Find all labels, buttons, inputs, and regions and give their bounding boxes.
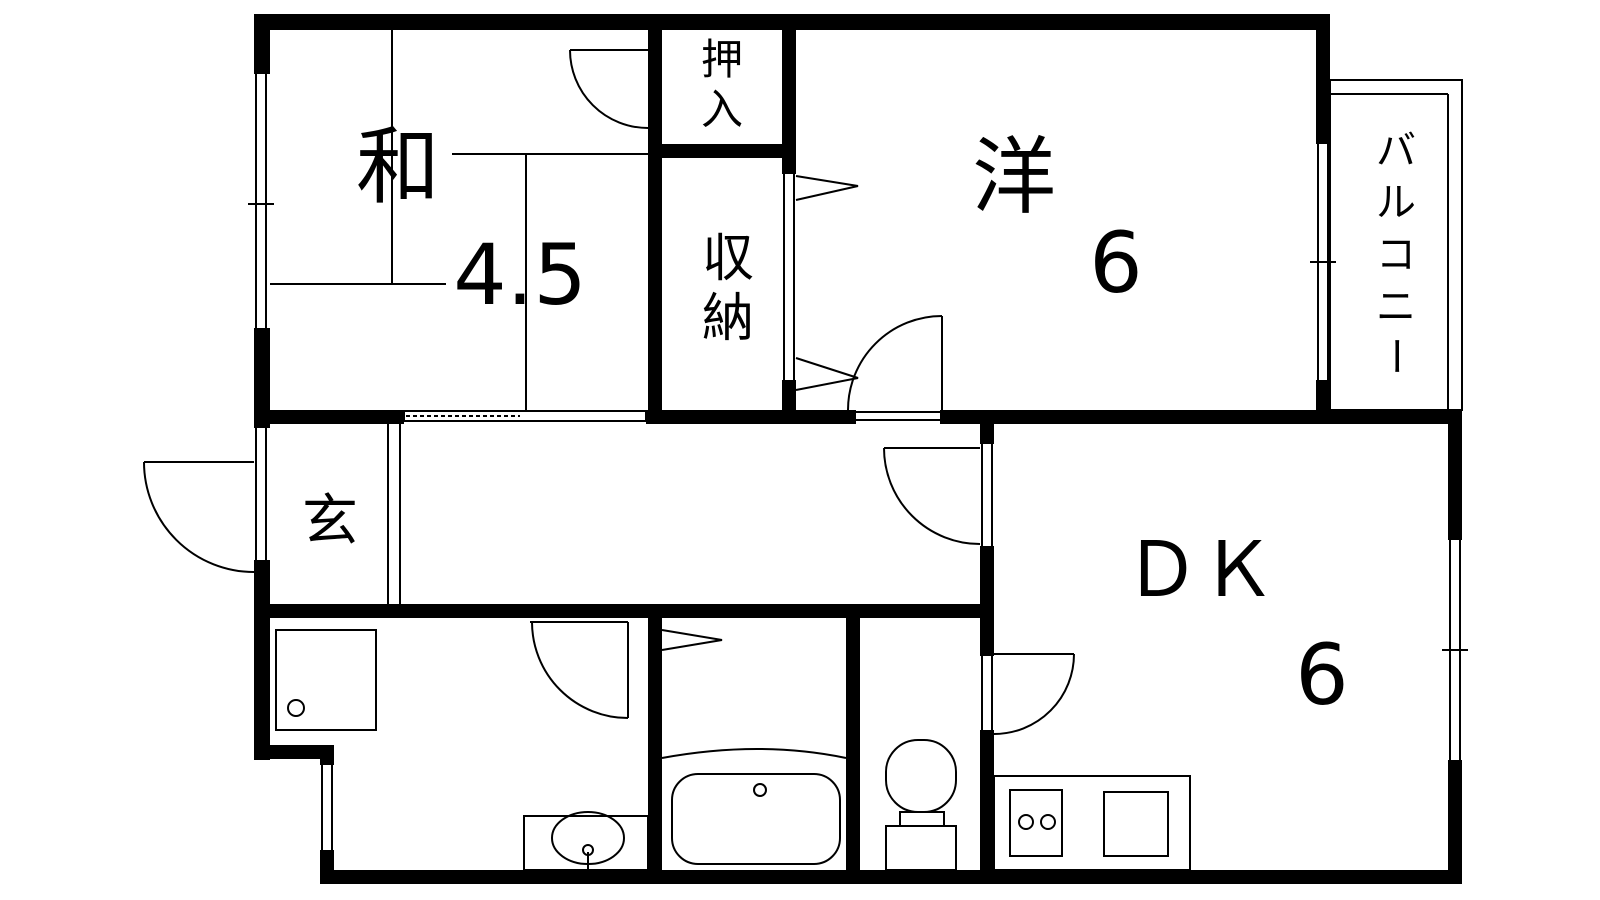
washitsu-label: 和 <box>356 118 440 216</box>
oshiire-label-1: 押 <box>701 35 743 84</box>
genkan-label: 玄 <box>302 489 358 554</box>
room-labels: 和 4.5 押 入 収 納 洋 6 バ ル コ ニ ー 玄 ＤＫ 6 <box>302 35 1418 724</box>
dk-size: 6 <box>1295 626 1348 724</box>
walls <box>254 14 1462 884</box>
yoshitsu-label: 洋 <box>972 128 1056 226</box>
balcony-label-2: ル <box>1376 180 1416 226</box>
dk-label: ＤＫ <box>1124 525 1276 614</box>
shuno-label-1: 収 <box>702 229 754 289</box>
balcony-label-3: コ <box>1376 232 1416 278</box>
balcony-label-4: ニ <box>1376 284 1416 330</box>
balcony-label-5: ー <box>1372 336 1418 376</box>
yoshitsu-size: 6 <box>1089 214 1142 312</box>
washitsu-size: 4.5 <box>453 226 587 324</box>
shuno-label-2: 納 <box>702 289 754 349</box>
thin-lines <box>143 30 1468 871</box>
oshiire-label-2: 入 <box>701 85 743 134</box>
balcony-label-1: バ <box>1376 128 1416 174</box>
